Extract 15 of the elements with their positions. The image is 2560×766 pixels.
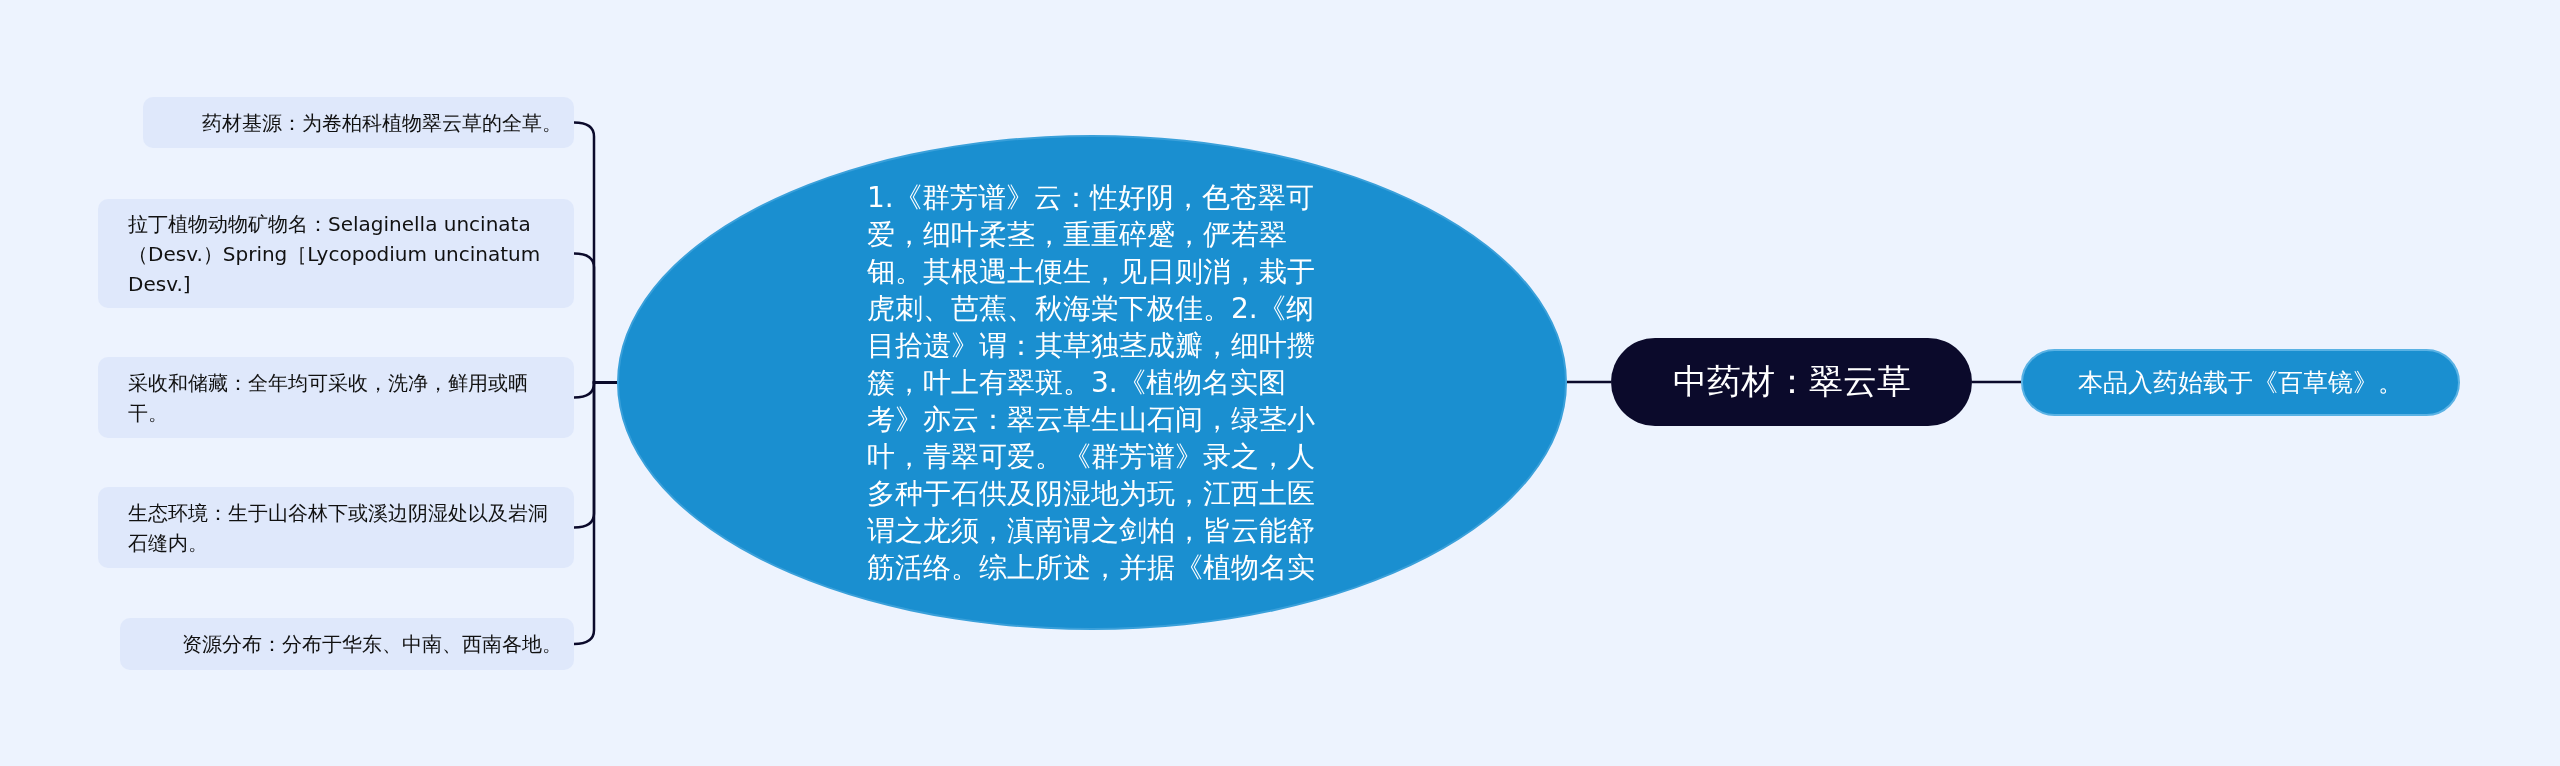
- topic-text: 本品入药始载于《百草镜》。: [2078, 367, 2403, 399]
- topic-text: 采收和储藏：全年均可采收，洗净，鲜用或晒干。: [128, 369, 529, 427]
- subtopic-card: [98, 357, 574, 438]
- topic-text: 1.《群芳谱》云：性好阴，色苍翠可爱，细叶柔茎，重重碎蹙，俨若翠钿。其根遇土便生，见日则消，栽于虎刺、芭蕉、秋海棠下极佳。2.《纲目拾遗》谓：其草独茎成瓣，细叶攒簇，叶上有翠斑。3.《植物名实图考》亦云：翠云草生山石间，绿茎小叶，青翠可爱。《群芳谱》录之，人多种于石供及阴湿地为玩，江西土医谓之龙须，滇南谓之剑柏，皆云能舒筋活络。综上所述，并据《植物名实: [867, 180, 1316, 586]
- topic-text: 资源分布：分布于华东、中南、西南各地。: [181, 631, 562, 658]
- topic-text: 药材基源：为卷柏科植物翠云草的全草。: [201, 109, 562, 137]
- topic-text: 拉丁植物动物矿物名：Selaginella uncinata（Desv.）Spring［Lycopodium uncinatum Desv.]: [128, 210, 542, 298]
- subtopic-card: [120, 618, 574, 670]
- subtopic-card: [98, 487, 574, 568]
- connector-line: [1972, 380, 2021, 384]
- connector-line: [1567, 380, 1611, 384]
- topic-text: 中药材：翠云草: [1672, 360, 1911, 403]
- subtopic-card: [143, 97, 574, 148]
- subtopic-card: [98, 199, 574, 308]
- topic-text: 生态环境：生于山谷林下或溪边阴湿处以及岩洞石缝内。: [128, 499, 549, 557]
